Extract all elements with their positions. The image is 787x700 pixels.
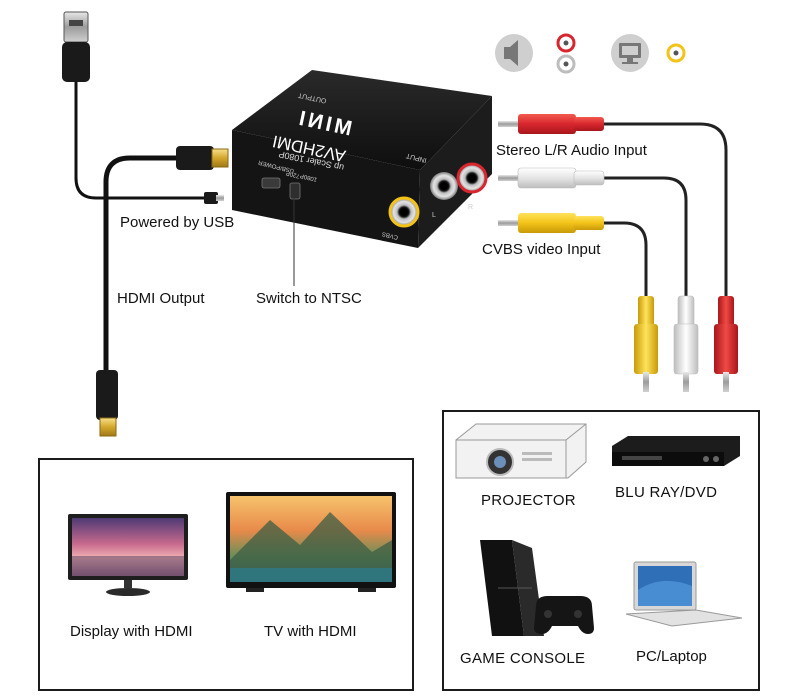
stereo-audio-label: Stereo L/R Audio Input: [496, 142, 647, 159]
rca-cables: [498, 114, 738, 392]
output-devices-box: [38, 458, 414, 691]
projector-label: PROJECTOR: [481, 492, 576, 509]
usb-power-cable: [62, 11, 224, 204]
pc-laptop-label: PC/Laptop: [636, 648, 707, 665]
tv-label: TV with HDMI: [264, 623, 357, 640]
jack-l-label: L: [432, 212, 436, 219]
bluray-label: BLU RAY/DVD: [615, 484, 718, 501]
video-jack-icon: [666, 43, 686, 63]
bluray-player-illustration: [612, 436, 740, 466]
display-monitor-illustration: [68, 514, 188, 596]
laptop-illustration: [625, 561, 743, 627]
tv-illustration: [226, 492, 396, 592]
hdmi-output-label: HDMI Output: [117, 290, 205, 307]
projector-illustration: [455, 423, 587, 479]
hdmi-cable: [96, 146, 229, 437]
game-console-illustration: [480, 540, 594, 636]
cvbs-video-label: CVBS video Input: [482, 241, 601, 258]
game-console-label: GAME CONSOLE: [460, 650, 586, 667]
jack-r-label: R: [468, 204, 474, 211]
av2hdmi-converter: [232, 70, 492, 248]
display-label: Display with HDMI: [70, 623, 193, 640]
speaker-icon: [495, 34, 533, 72]
monitor-icon: [611, 34, 649, 72]
audio-jacks-icon: [556, 33, 576, 74]
powered-by-usb-label: Powered by USB: [120, 214, 235, 231]
switch-ntsc-label: Switch to NTSC: [256, 290, 362, 307]
source-devices-box: [442, 410, 760, 691]
